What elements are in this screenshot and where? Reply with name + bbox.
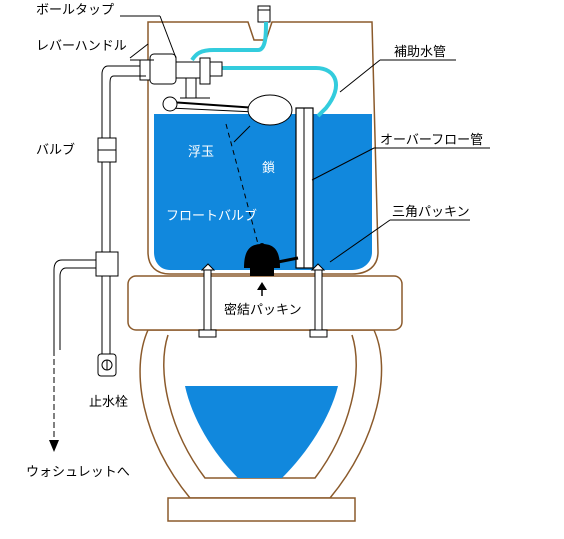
label-float: 浮玉 <box>188 145 214 160</box>
tank <box>147 21 379 275</box>
seal-packing-arrow <box>257 282 267 296</box>
ball-tap <box>139 53 257 113</box>
leader-lines <box>120 15 490 263</box>
aux-water-pipe <box>190 21 268 62</box>
lever-handle-knob <box>162 96 178 112</box>
tee-joint <box>95 251 119 277</box>
label-overflow-pipe: オーバーフロー管 <box>380 133 483 148</box>
bolt-right-nut <box>309 329 328 338</box>
aux-water-pipe-main <box>222 66 338 118</box>
washlet-arrow-head <box>49 440 59 452</box>
supply-line <box>49 65 146 452</box>
label-stop-cock: 止水栓 <box>89 395 128 410</box>
label-to-washlet: ウォシュレットへ <box>26 465 130 480</box>
label-ball-tap: ボールタップ <box>36 3 114 18</box>
bolt-left <box>203 267 212 335</box>
label-chain: 鎖 <box>262 160 275 176</box>
label-lever-handle: レバーハンドル <box>36 39 127 54</box>
toilet-bowl <box>139 329 383 522</box>
chain-line <box>225 123 259 245</box>
label-seal-packing: 密結パッキン <box>224 302 302 318</box>
overflow-pipe <box>295 107 314 269</box>
float-ball <box>247 94 293 126</box>
float-valve <box>244 243 299 276</box>
label-valve: バルブ <box>36 142 75 158</box>
bowl-base <box>167 497 356 522</box>
label-triangle-packing: 三角パッキン <box>392 205 470 220</box>
bowl-water <box>185 386 338 478</box>
triangle-packings <box>200 263 326 271</box>
bolt-left-nut <box>198 329 217 338</box>
bolt-right <box>314 267 323 335</box>
label-float-valve: フロートバルブ <box>166 208 257 224</box>
tank-water <box>154 114 372 270</box>
tank-top-cap <box>257 5 271 23</box>
label-aux-pipe: 補助水管 <box>394 45 446 60</box>
